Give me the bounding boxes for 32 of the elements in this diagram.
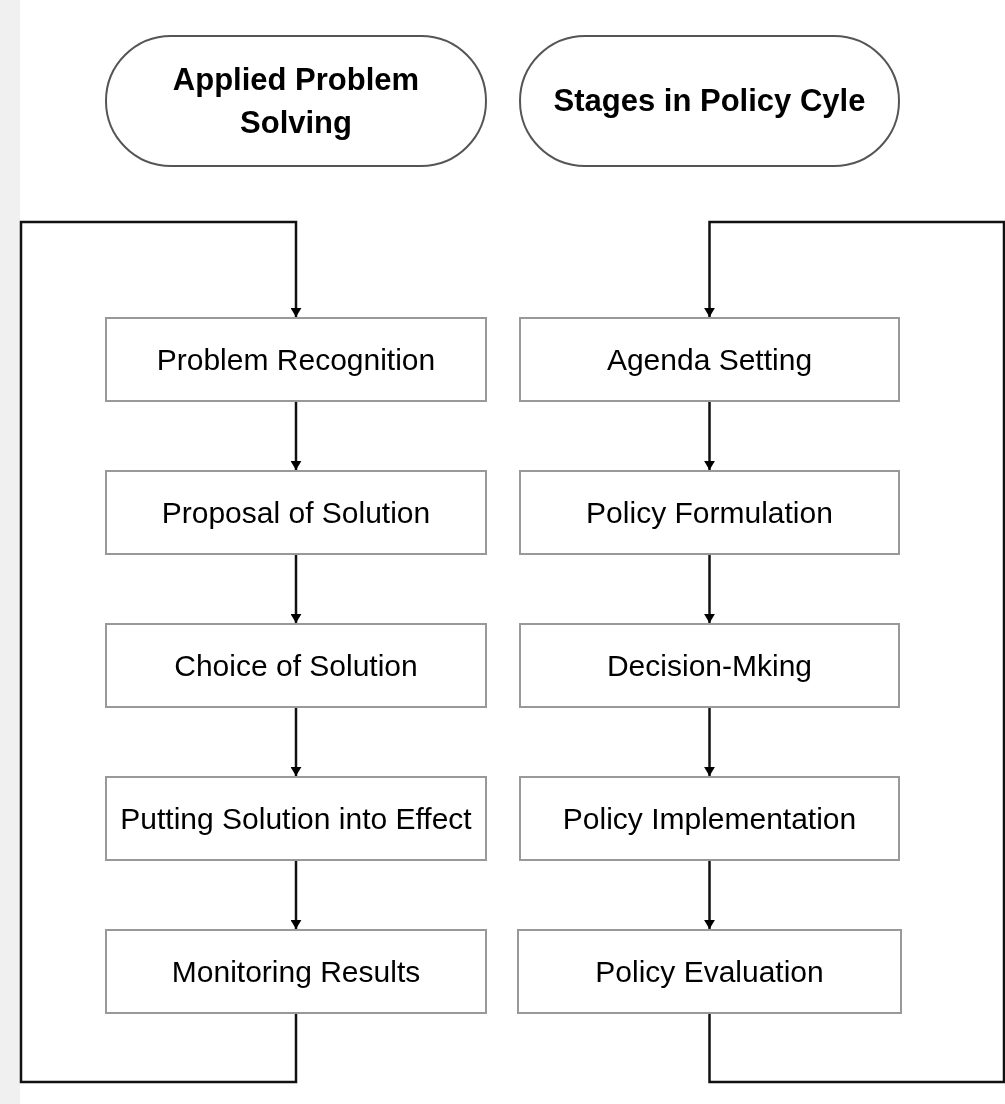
process-box bbox=[105, 776, 487, 861]
arrow bbox=[290, 555, 302, 623]
step-label: Putting Solution into Effect bbox=[120, 800, 472, 837]
arrow bbox=[704, 402, 715, 470]
process-box bbox=[519, 470, 900, 555]
process-box bbox=[519, 776, 900, 861]
arrow bbox=[704, 708, 715, 776]
process-box bbox=[519, 317, 900, 402]
column-heading: Applied Problem Solving bbox=[171, 60, 421, 142]
arrow bbox=[290, 708, 302, 776]
step-label: Problem Recognition bbox=[156, 341, 436, 378]
arrow bbox=[290, 861, 302, 929]
process-box bbox=[105, 317, 487, 402]
step-label: Decision-Mking bbox=[606, 647, 813, 684]
arrow bbox=[290, 402, 302, 470]
process-box bbox=[517, 929, 902, 1014]
arrow bbox=[704, 861, 715, 929]
process-box bbox=[105, 929, 487, 1014]
arrow bbox=[19, 220, 302, 1084]
process-box bbox=[519, 623, 900, 708]
arrow bbox=[704, 220, 1005, 1084]
arrow bbox=[704, 555, 715, 623]
process-box bbox=[105, 470, 487, 555]
column-heading: Stages in Policy Cyle bbox=[553, 82, 866, 121]
process-box bbox=[105, 623, 487, 708]
step-label: Choice of Solution bbox=[174, 647, 418, 684]
step-label: Policy Evaluation bbox=[595, 953, 824, 990]
step-label: Monitoring Results bbox=[171, 953, 421, 990]
step-label: Proposal of Solution bbox=[161, 494, 431, 531]
step-label: Policy Formulation bbox=[586, 494, 833, 531]
step-label: Agenda Setting bbox=[606, 341, 813, 378]
step-label: Policy Implementation bbox=[562, 800, 857, 837]
